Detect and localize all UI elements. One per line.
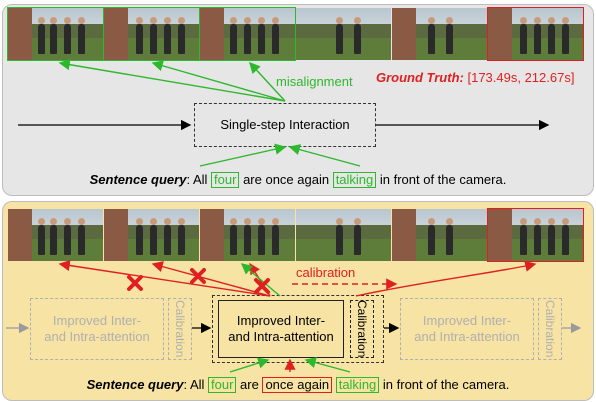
improved-attention-block-center: Improved Inter- and Intra-attention [218, 300, 344, 358]
query-are: are [236, 377, 263, 392]
cross-icon [254, 278, 270, 294]
query-suffix: in front of the camera. [379, 377, 510, 392]
misalignment-arrow [249, 61, 286, 102]
rejected-arrow [151, 261, 271, 297]
query-colon: : All [186, 172, 212, 187]
bottom-frame-strip [8, 208, 584, 262]
video-frame [104, 209, 199, 261]
calibration-block-left: Calibration [168, 298, 192, 360]
bottom-sentence-query: Sentence query: All four are once again … [0, 377, 596, 393]
cross-icon [127, 275, 143, 291]
block-line-2: and Intra-attention [414, 329, 520, 344]
video-frame [199, 7, 296, 61]
video-frame [8, 209, 103, 261]
improved-attention-block-right: Improved Inter- and Intra-attention [400, 298, 534, 360]
video-frame [392, 209, 487, 261]
ground-truth-frame [487, 7, 584, 61]
query-to-block-arrow [229, 357, 270, 373]
rejected-arrow [58, 259, 271, 297]
calibration-text: Calibration [173, 300, 187, 358]
calibration-text: Calibration [355, 300, 369, 358]
query-colon: : All [183, 377, 209, 392]
query-to-block-arrow [288, 144, 361, 167]
video-frame [103, 7, 200, 61]
query-prefix: Sentence query [86, 377, 184, 392]
query-word-talking: talking [332, 172, 377, 188]
block-line-2: and Intra-attention [228, 329, 334, 344]
calibration-block-center: Calibration [350, 300, 374, 358]
block-line-1: Improved Inter- [236, 313, 326, 328]
top-sentence-query: Sentence query: All four are once again … [0, 172, 596, 188]
aligned-arrow [240, 263, 281, 297]
video-frame [296, 209, 391, 261]
misalignment-label: misalignment [276, 74, 353, 89]
block-line-1: Improved Inter- [52, 313, 142, 328]
query-word-talking: talking [335, 377, 380, 393]
center-outer-frame [212, 295, 384, 363]
video-frame [296, 8, 391, 60]
calibration-block-right: Calibration [538, 298, 562, 360]
query-word-four: four [211, 172, 240, 188]
query-phrase-once-again: once again [262, 377, 333, 393]
query-to-block-arrow [199, 143, 287, 167]
calibration-label: calibration [296, 265, 356, 280]
ground-truth-frame [487, 208, 584, 262]
video-frame [392, 8, 487, 60]
block-line-1: Improved Inter- [422, 313, 512, 328]
video-frame [200, 209, 295, 261]
ground-truth-label: Ground Truth: [376, 70, 464, 85]
top-frame-strip [7, 7, 584, 61]
query-between: are once again [239, 172, 333, 187]
ground-truth-value: [173.49s, 212.67s] [467, 70, 575, 85]
query-suffix: in front of the camera. [376, 172, 507, 187]
ground-truth: Ground Truth: [173.49s, 212.67s] [376, 70, 574, 85]
misalignment-arrow [58, 59, 286, 102]
calibration-to-gt-arrow [355, 260, 537, 297]
query-prefix: Sentence query [89, 172, 187, 187]
calibration-text: Calibration [543, 300, 557, 358]
block-line-2: and Intra-attention [44, 329, 150, 344]
query-word-four: four [208, 377, 237, 393]
cross-icon [190, 268, 206, 284]
single-step-label: Single-step Interaction [220, 117, 350, 132]
query-to-block-arrow [304, 357, 351, 373]
misalignment-arrow [151, 60, 286, 102]
improved-attention-block-left: Improved Inter- and Intra-attention [30, 298, 164, 360]
video-frame [7, 7, 104, 61]
